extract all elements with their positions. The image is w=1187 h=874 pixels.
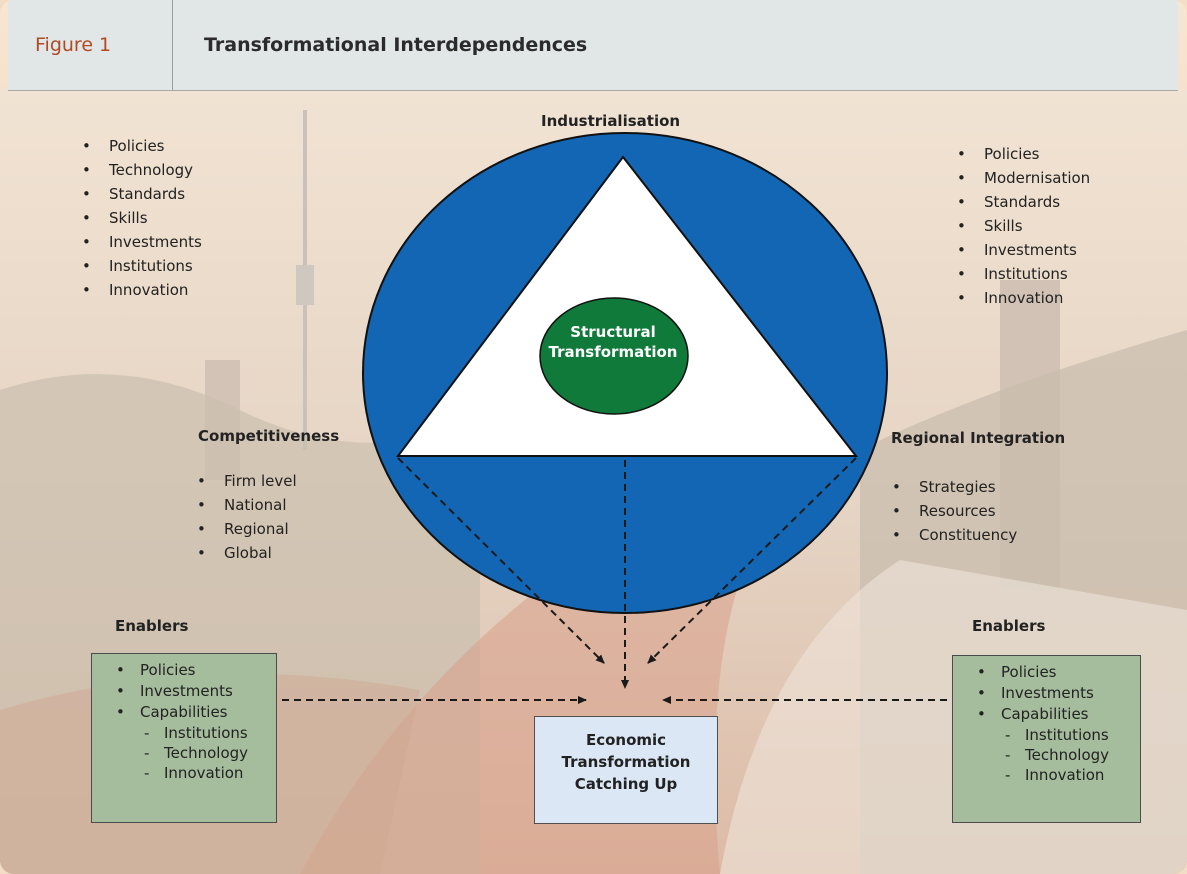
competitiveness-label: Competitiveness: [198, 427, 340, 445]
structural-transformation-ellipse: [539, 297, 689, 415]
list-item: Innovation: [80, 278, 202, 302]
structural-line1: Structural: [570, 323, 656, 341]
arrow-right-corner: [647, 457, 857, 664]
outcome-line1: Economic: [585, 731, 667, 749]
list-item: National: [195, 493, 297, 517]
sub-list-item: Innovation: [1001, 765, 1140, 785]
list-item: Policies: [92, 660, 276, 681]
economic-transformation-box: Economic Transformation Catching Up: [534, 716, 718, 824]
structural-line2: Transformation: [548, 343, 678, 361]
industrialisation-label: Industrialisation: [541, 112, 681, 130]
enablers-left-list: Policies Investments Capabilities: [92, 654, 276, 723]
list-item: Policies: [953, 662, 1140, 683]
enablers-right-title: Enablers: [972, 617, 1046, 635]
figure-title: Transformational Interdependences: [204, 34, 588, 56]
list-item: Modernisation: [955, 166, 1090, 190]
arrow-left-corner: [397, 457, 605, 664]
list-item: Policies: [955, 142, 1090, 166]
top-right-list: Policies Modernisation Standards Skills …: [955, 142, 1090, 310]
competitiveness-list: Firm level National Regional Global: [195, 469, 297, 565]
enablers-left-sublist: Institutions Technology Innovation: [92, 723, 276, 783]
list-item: Investments: [953, 683, 1140, 704]
regional-integration-label: Regional Integration: [891, 429, 1066, 447]
enablers-left-title: Enablers: [115, 617, 189, 635]
sub-list-item: Innovation: [140, 763, 276, 783]
list-item: Investments: [955, 238, 1090, 262]
enablers-right-box: Policies Investments Capabilities Instit…: [952, 655, 1141, 823]
header-divider: [172, 0, 173, 90]
list-item: Standards: [80, 182, 202, 206]
top-left-list: Policies Technology Standards Skills Inv…: [80, 134, 202, 302]
list-item: Technology: [80, 158, 202, 182]
outcome-line2: Transformation: [561, 753, 691, 771]
enablers-right-sublist: Institutions Technology Innovation: [953, 725, 1140, 785]
list-item: Institutions: [80, 254, 202, 278]
list-item: Skills: [955, 214, 1090, 238]
sub-list-item: Technology: [140, 743, 276, 763]
sub-list-item: Technology: [1001, 745, 1140, 765]
list-item: Standards: [955, 190, 1090, 214]
structural-transformation-label: Structural Transformation: [538, 322, 688, 362]
list-item: Innovation: [955, 286, 1090, 310]
enablers-left-box: Policies Investments Capabilities Instit…: [91, 653, 277, 823]
list-item: Strategies: [890, 475, 1017, 499]
list-item: Investments: [92, 681, 276, 702]
dashed-arrows: [282, 457, 947, 704]
list-item: Regional: [195, 517, 297, 541]
list-item: Capabilities: [953, 704, 1140, 725]
list-item: Skills: [80, 206, 202, 230]
list-item: Investments: [80, 230, 202, 254]
sub-list-item: Institutions: [1001, 725, 1140, 745]
list-item: Capabilities: [92, 702, 276, 723]
list-item: Institutions: [955, 262, 1090, 286]
list-item: Firm level: [195, 469, 297, 493]
outcome-line3: Catching Up: [574, 775, 678, 793]
sub-list-item: Institutions: [140, 723, 276, 743]
figure-number: Figure 1: [35, 34, 112, 56]
list-item: Policies: [80, 134, 202, 158]
figure-header: Figure 1 Transformational Interdependenc…: [8, 0, 1178, 91]
list-item: Resources: [890, 499, 1017, 523]
list-item: Constituency: [890, 523, 1017, 547]
enablers-right-list: Policies Investments Capabilities: [953, 656, 1140, 725]
list-item: Global: [195, 541, 297, 565]
regional-integration-list: Strategies Resources Constituency: [890, 475, 1017, 547]
